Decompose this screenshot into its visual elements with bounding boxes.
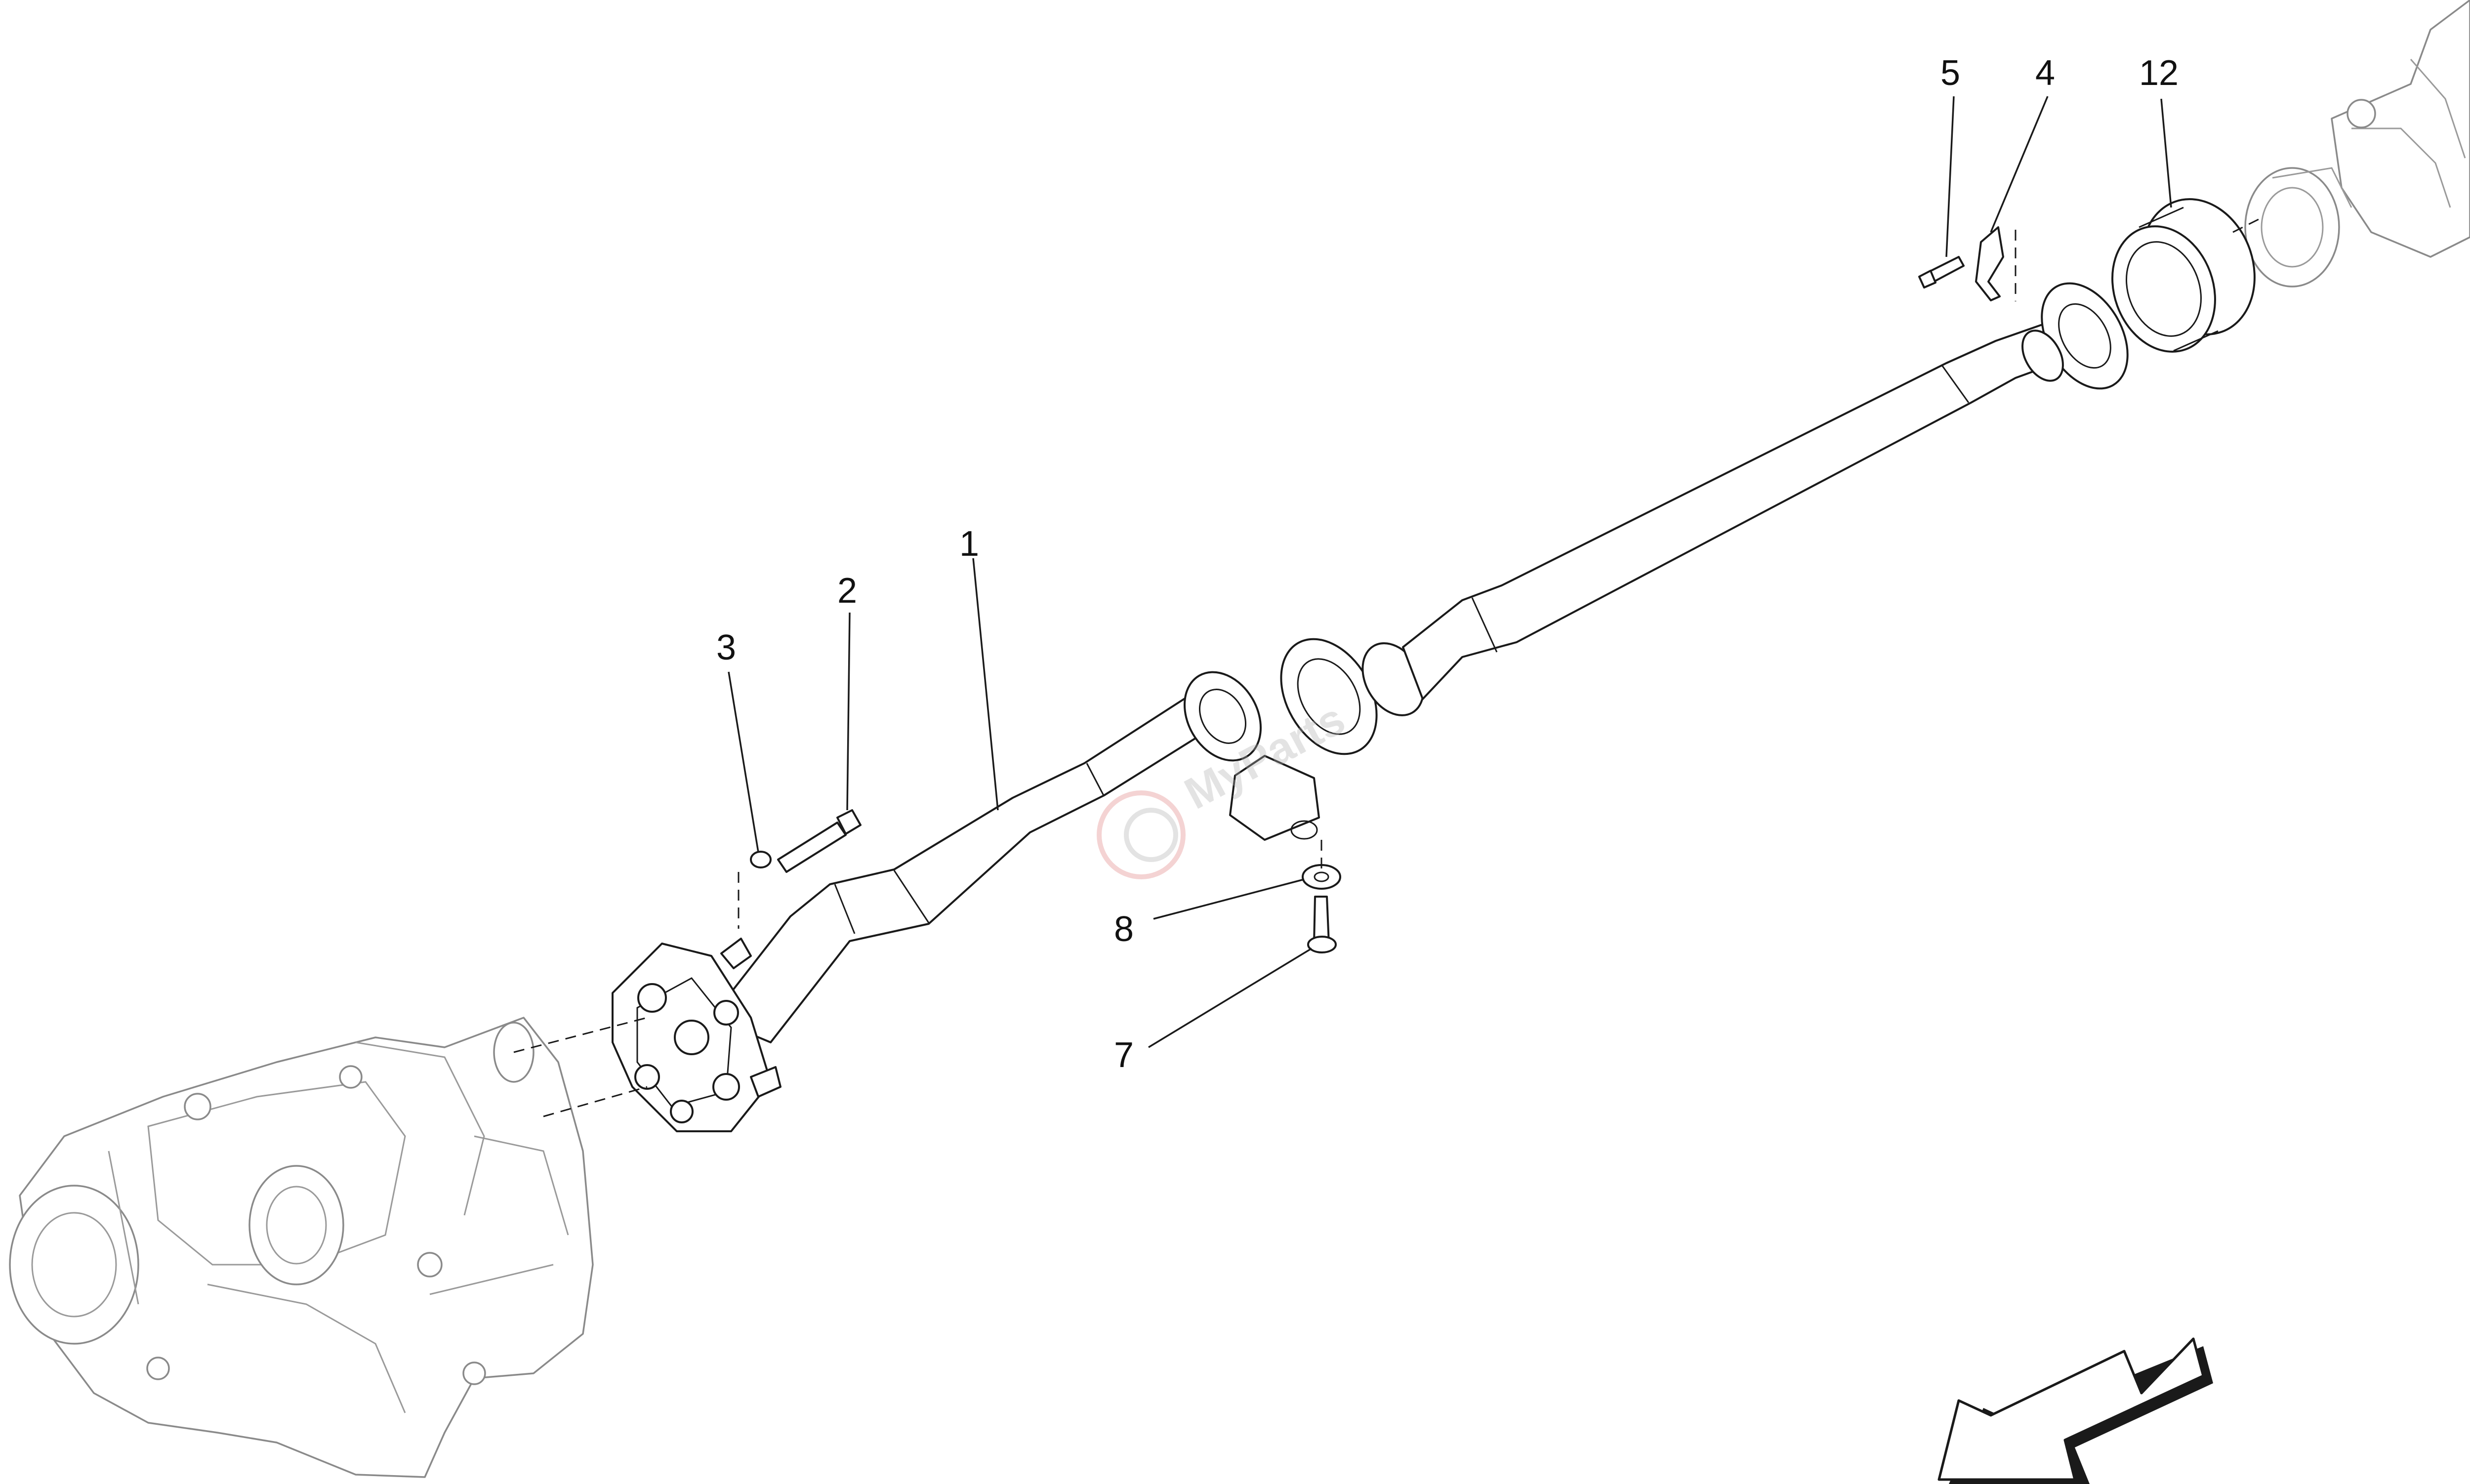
callout-7: 7	[1114, 1035, 1134, 1075]
flexible-coupling	[612, 938, 782, 1132]
bolt-part-2	[777, 809, 862, 873]
nut-part-3	[750, 851, 772, 868]
center-bearing-bracket	[1229, 755, 1320, 841]
bolt-part-7	[1307, 896, 1337, 953]
leader-2	[846, 612, 851, 811]
leader-12	[2160, 98, 2172, 208]
screw-part-5	[1918, 256, 1965, 289]
leader-3	[728, 671, 759, 853]
callout-4: 4	[2035, 53, 2055, 93]
watermark-logo-inner	[1124, 808, 1178, 862]
callout-8: 8	[1114, 909, 1134, 949]
leader-8	[1153, 878, 1305, 920]
assembly-line-rear-ring	[2232, 216, 2263, 233]
callout-3: 3	[716, 628, 736, 667]
callout-12: 12	[2139, 53, 2179, 93]
callout-1: 1	[959, 524, 979, 564]
leader-1	[972, 558, 999, 811]
direction-arrow	[1937, 1337, 2213, 1484]
arrow-direction-icon	[1937, 1337, 2205, 1481]
clip-part-4	[1975, 226, 2004, 301]
assembly-line-front-lower	[543, 1086, 648, 1117]
leader-5	[1945, 96, 1955, 257]
callout-2: 2	[837, 571, 857, 611]
rear-axle-housing	[2244, 0, 2470, 288]
propeller-shaft	[710, 282, 2129, 1043]
transfer-box-housing	[9, 1017, 594, 1478]
assembly-line-front	[513, 1017, 648, 1053]
callout-5: 5	[1940, 53, 1960, 93]
leader-4	[1990, 96, 2049, 233]
watermark-logo-icon	[1097, 790, 1186, 879]
leader-7	[1148, 948, 1312, 1048]
ring-part-12	[2111, 198, 2256, 353]
washer-part-8	[1302, 864, 1341, 890]
